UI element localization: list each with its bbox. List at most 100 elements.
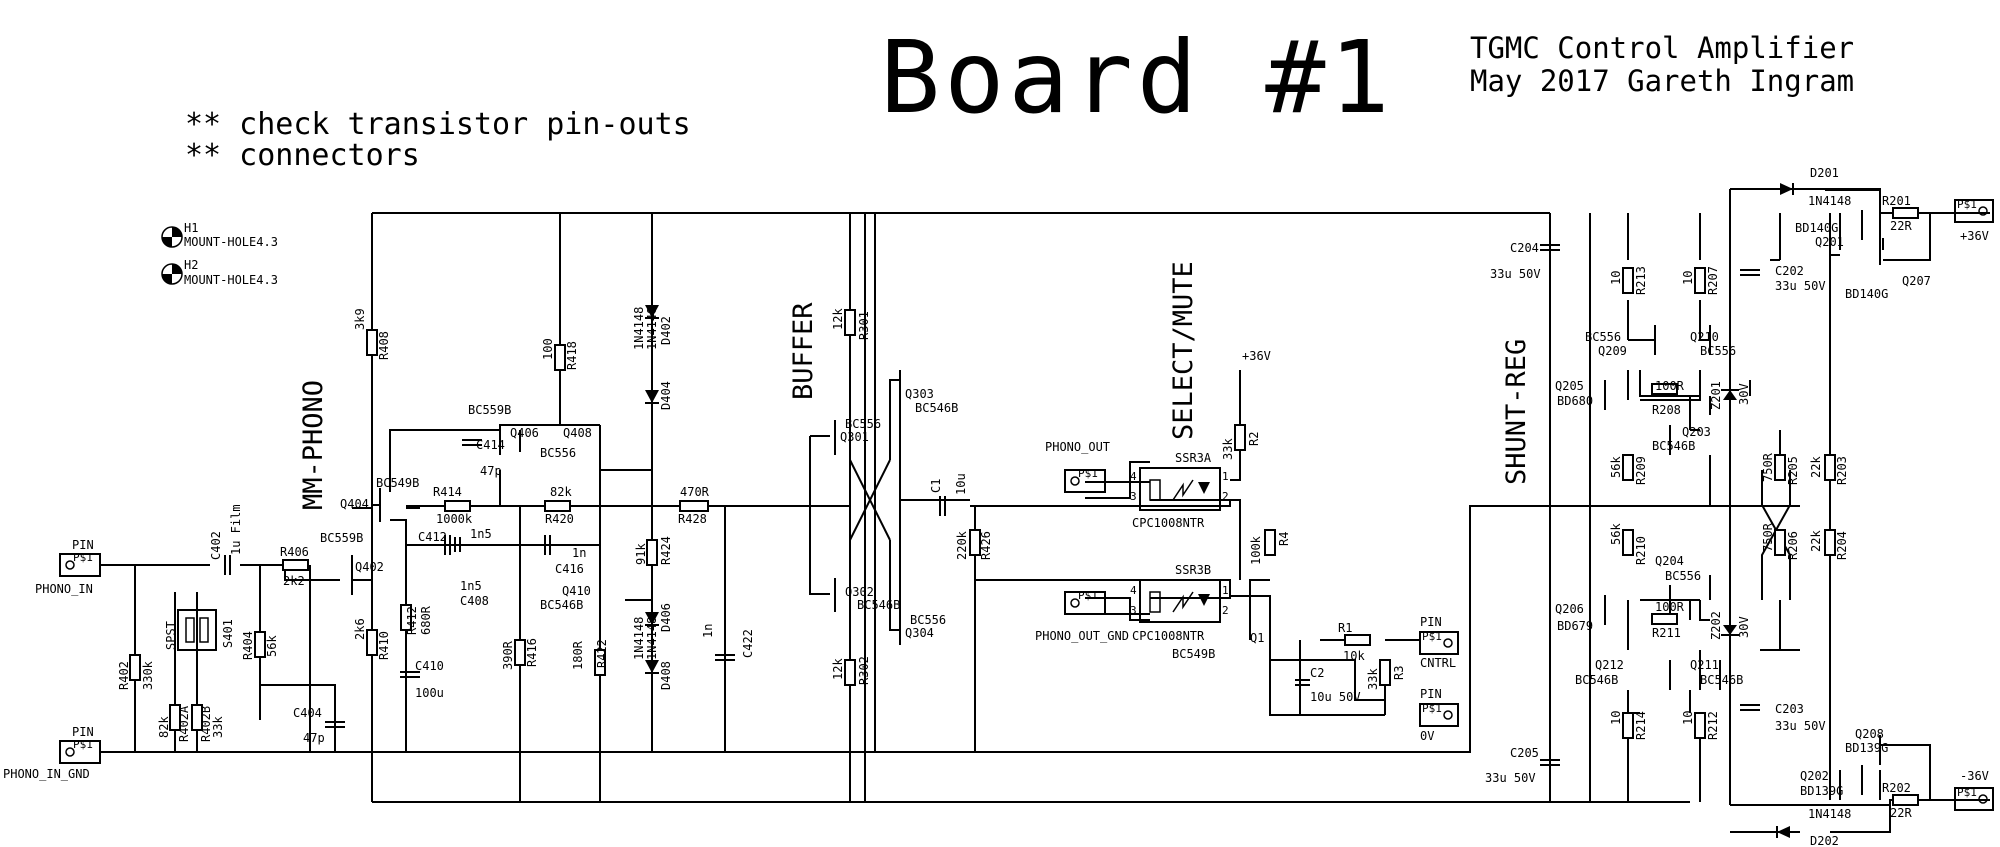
d408-part: 1N4148 <box>645 617 659 660</box>
r206-body <box>1774 529 1786 556</box>
r201-body <box>1892 207 1919 219</box>
r213-body <box>1622 267 1634 294</box>
connector-cntrl[interactable]: P$1 PIN CNTRL <box>1419 615 1459 670</box>
z201-value: 30V <box>1737 383 1751 405</box>
d402-part: 1N4148 <box>632 307 646 350</box>
r202-body <box>1892 794 1919 806</box>
section-buffer: BUFFER <box>788 302 819 400</box>
r207-body <box>1694 267 1706 294</box>
mount-hole-h2: H2 MOUNT-HOLE4.3 <box>161 258 278 287</box>
r210-ref: R210 <box>1634 536 1648 565</box>
r205-value: 750R <box>1761 452 1775 482</box>
ssr3a-pin1: 1 <box>1222 470 1229 483</box>
q211-ref: Q211 <box>1690 658 1719 672</box>
r402b-ref: R402B <box>199 706 213 742</box>
r205-body <box>1774 454 1786 481</box>
labels-shunt: C204 33u 50V C205 33u 50V 10 R213 10 R20… <box>1485 166 1931 847</box>
r201-ref: R201 <box>1882 194 1911 208</box>
q304-type: BC556 <box>910 613 946 627</box>
q211-type: BC546B <box>1700 673 1743 687</box>
r1-ref: R1 <box>1338 621 1352 635</box>
r208-body <box>1651 383 1678 395</box>
r211-body <box>1651 613 1678 625</box>
ssr3b-part: CPC1008NTR <box>1132 629 1205 643</box>
r3-value: 33k <box>1366 668 1380 690</box>
q302-type: BC546B <box>857 598 900 612</box>
r302-ref: R302 <box>857 656 871 685</box>
r420-ref: R420 <box>545 512 574 526</box>
r408-ref: R408 <box>377 331 391 360</box>
r201-value: 22R <box>1890 219 1912 233</box>
mount-hole-h1-ref: H1 <box>184 221 198 235</box>
r402b-body <box>191 704 203 731</box>
r211-ref: R211 <box>1652 626 1681 640</box>
r410-ref: R410 <box>377 631 391 660</box>
connector-phono-out[interactable]: P$1 PHONO_OUT <box>1045 440 1110 493</box>
note-connectors: ** connectors <box>185 138 420 173</box>
r422-body <box>594 649 606 676</box>
c416-ref: C416 <box>555 562 584 576</box>
d201-part: 1N4148 <box>1808 194 1851 208</box>
connector-cntrl-pin: PIN <box>1420 615 1442 629</box>
section-shunt-reg: SHUNT-REG <box>1501 339 1532 485</box>
s401-type: SPST <box>164 621 178 650</box>
q1-type: BC549B <box>1172 647 1215 661</box>
r213-value: 10 <box>1609 271 1623 285</box>
q206-type: BD679 <box>1557 619 1593 633</box>
board-title: Board #1 <box>880 19 1394 136</box>
q207-ref: Q207 <box>1902 274 1931 288</box>
connector-phono-out-gnd[interactable]: P$1 PHONO_OUT_GND <box>1035 589 1129 643</box>
connector-phono-in-gnd[interactable]: P$1 PIN PHONO_IN_GND <box>3 725 101 781</box>
d404-part: 1N4148 <box>645 307 659 350</box>
r404-body <box>254 631 266 658</box>
c414-ref: C414 <box>476 438 505 452</box>
connector-plus36[interactable]: P$1 +36V <box>1954 198 1994 243</box>
connector-zero-v[interactable]: P$1 PIN 0V <box>1419 687 1459 743</box>
r203-body <box>1824 454 1836 481</box>
q301-type: BC556 <box>845 417 881 431</box>
c422-ref: C422 <box>741 629 755 658</box>
r209-body <box>1622 454 1634 481</box>
connector-phono-out-gnd-pad: P$1 <box>1078 589 1098 602</box>
connector-plus36-name: +36V <box>1960 229 1989 243</box>
connector-zero-v-pin: PIN <box>1420 687 1442 701</box>
labels-buffer: 12k R301 12k R302 BC556 Q301 Q302 BC546B… <box>831 308 993 685</box>
r203-value: 22k <box>1809 456 1823 478</box>
r420-body <box>544 500 571 512</box>
r416-body <box>514 639 526 666</box>
c404-value: 47p <box>303 731 325 745</box>
r204-value: 22k <box>1809 530 1823 552</box>
r412-body <box>400 604 412 631</box>
q202-ref: Q202 <box>1800 769 1829 783</box>
r428-value: 470R <box>680 485 710 499</box>
mount-hole-h2-ref: H2 <box>184 258 198 272</box>
r209-value: 56k <box>1609 456 1623 478</box>
r402-value: 330k <box>141 660 155 690</box>
r402-ref: R402 <box>117 661 131 690</box>
r426-value: 220k <box>955 530 969 560</box>
r203-ref: R203 <box>1835 456 1849 485</box>
r420-value: 82k <box>550 485 572 499</box>
c412-value: 1n5 <box>470 527 492 541</box>
r301-ref: R301 <box>857 311 871 340</box>
r1-body <box>1344 634 1371 646</box>
s401-switch[interactable] <box>177 609 217 651</box>
r402a-body <box>169 704 181 731</box>
connector-phono-in[interactable]: P$1 PIN PHONO_IN <box>35 538 101 596</box>
q208-type: BD139G <box>1845 741 1888 755</box>
c202-value: 33u 50V <box>1775 279 1826 293</box>
r408-value: 3k9 <box>353 308 367 330</box>
q302-ref: Q302 <box>845 585 874 599</box>
connector-minus36[interactable]: P$1 -36V <box>1954 769 1994 811</box>
r424-ref: R424 <box>659 536 673 565</box>
r204-ref: R204 <box>1835 531 1849 560</box>
r4-body <box>1264 529 1276 556</box>
ssr3b-pin3: 3 <box>1130 604 1137 617</box>
connector-phono-in-pad: P$1 <box>73 551 93 564</box>
q404-type: BC549B <box>376 476 419 490</box>
connector-plus36-pad: P$1 <box>1957 198 1977 211</box>
ssr3a-pin4: 4 <box>1130 470 1137 483</box>
r212-value: 10 <box>1681 711 1695 725</box>
z201-ref: Z201 <box>1709 381 1723 410</box>
connector-phono-out-name: PHONO_OUT <box>1045 440 1110 454</box>
